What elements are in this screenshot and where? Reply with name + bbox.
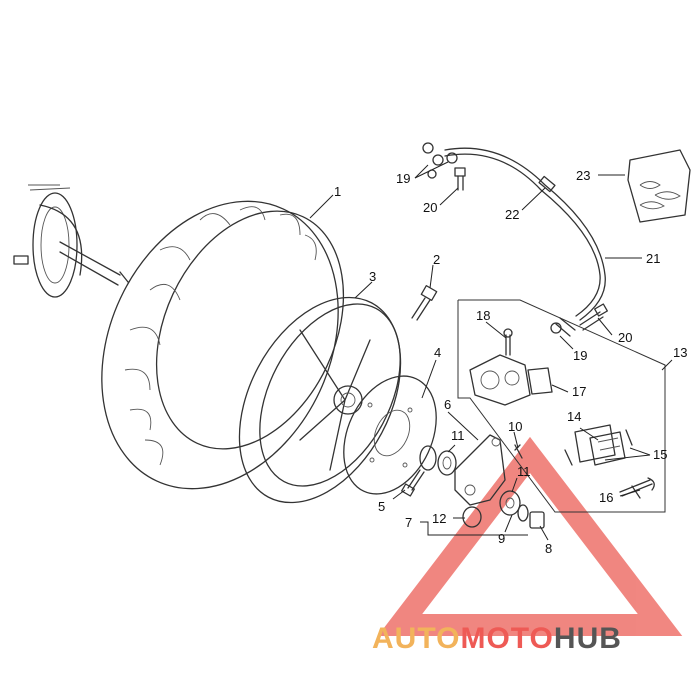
watermark-part-auto: AUTO bbox=[372, 622, 460, 655]
callout-22: 22 bbox=[505, 207, 519, 222]
bolt-20-top bbox=[454, 167, 466, 191]
rim bbox=[238, 296, 402, 504]
pad-kit-package bbox=[627, 149, 691, 223]
callout-19a: 19 bbox=[396, 171, 410, 186]
callout-3: 3 bbox=[369, 269, 376, 284]
callout-14: 14 bbox=[567, 409, 581, 424]
brake-disc bbox=[343, 375, 437, 495]
bolt-5 bbox=[401, 469, 425, 497]
bolt-20-right bbox=[579, 303, 608, 331]
watermark-text: AUTOMOTOHUB bbox=[372, 622, 622, 655]
callout-13: 13 bbox=[673, 345, 687, 360]
callout-20b: 20 bbox=[618, 330, 632, 345]
callout-19b: 19 bbox=[573, 348, 587, 363]
callout-5: 5 bbox=[378, 499, 385, 514]
callout-17: 17 bbox=[572, 384, 586, 399]
callout-15: 15 bbox=[653, 447, 667, 462]
tire bbox=[101, 200, 345, 490]
callout-7: 7 bbox=[405, 515, 412, 530]
callout-11a: 11 bbox=[451, 428, 465, 443]
watermark-triangle bbox=[377, 436, 683, 636]
callout-8: 8 bbox=[545, 541, 552, 556]
caliper-group-box bbox=[457, 299, 666, 513]
spacers-bearings bbox=[419, 445, 545, 529]
callout-11b: 11 bbox=[517, 464, 531, 479]
pad-pin bbox=[619, 477, 655, 499]
callout-1: 1 bbox=[334, 184, 341, 199]
callout-20a: 20 bbox=[423, 200, 437, 215]
leader-lines bbox=[309, 161, 673, 541]
callout-4: 4 bbox=[434, 345, 441, 360]
callout-10: 10 bbox=[508, 419, 522, 434]
callout-16: 16 bbox=[599, 490, 613, 505]
watermark-part-moto: MOTO bbox=[460, 622, 553, 655]
callout-6: 6 bbox=[444, 397, 451, 412]
callout-9: 9 bbox=[498, 531, 505, 546]
callout-12: 12 bbox=[432, 511, 446, 526]
callout-21: 21 bbox=[646, 251, 660, 266]
callout-labels: 1 2 3 4 5 6 7 8 9 10 11 11 12 13 14 15 1… bbox=[334, 168, 687, 556]
washers-19 bbox=[422, 142, 458, 179]
watermark-part-hub: HUB bbox=[554, 622, 622, 655]
bolt-2 bbox=[411, 285, 438, 321]
axle-assembly bbox=[13, 184, 129, 298]
watermark-logo-text: AUTOMOTOHUB bbox=[372, 622, 622, 655]
brake-pads bbox=[564, 424, 633, 466]
brake-hose bbox=[444, 147, 606, 337]
callout-23: 23 bbox=[576, 168, 590, 183]
callout-2: 2 bbox=[433, 252, 440, 267]
caliper bbox=[469, 328, 553, 406]
callout-18: 18 bbox=[476, 308, 490, 323]
